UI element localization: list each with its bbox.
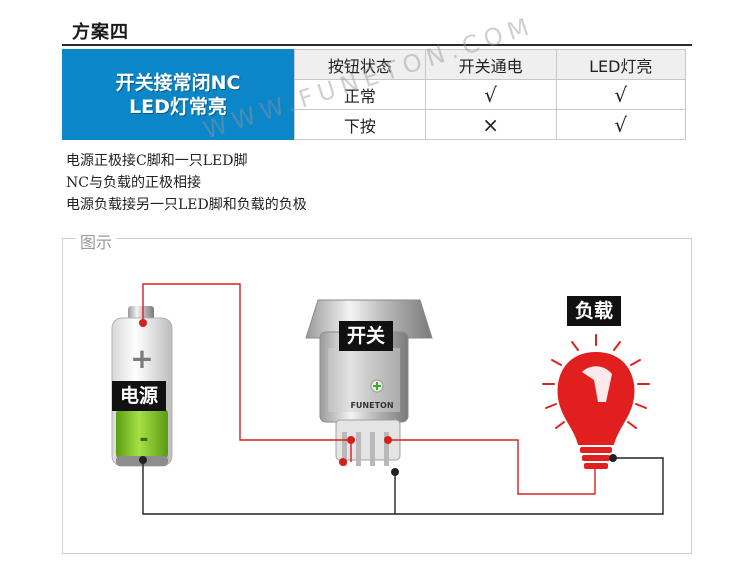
table-row: 正常 √ √ xyxy=(294,79,687,110)
scheme-line-2: LED灯常亮 xyxy=(129,95,227,118)
note-line-3: 电源负载接另一只LED脚和负载的负极 xyxy=(66,197,307,213)
row-state-pressed: 下按 xyxy=(294,109,426,140)
table-header-row: 按钮状态 开关通电 LED灯亮 xyxy=(294,49,687,80)
wires xyxy=(142,283,664,515)
battery-plus-label: + xyxy=(130,342,153,375)
note-line-2: NC与负载的正极相接 xyxy=(66,175,201,191)
scheme-box: 开关接常闭NC LED灯常亮 xyxy=(62,49,294,140)
battery-minus-label: - xyxy=(139,427,148,452)
row-pressed-led: √ xyxy=(555,109,687,140)
header-switch-power: 开关通电 xyxy=(424,49,557,80)
battery-tag: 电源 xyxy=(112,381,167,411)
negative-wire-to-load xyxy=(142,457,664,515)
wire-junctions xyxy=(139,319,617,476)
light-bulb-icon xyxy=(542,334,650,469)
load-tag: 负载 xyxy=(567,296,622,326)
switch-tag: 开关 xyxy=(339,321,394,351)
switch-brand-label: FUNETON xyxy=(350,401,393,410)
page-title: 方案四 xyxy=(72,22,129,43)
push-switch-icon: FUNETON xyxy=(305,299,433,466)
wiring-notes: 电源正极接C脚和一只LED脚 NC与负载的正极相接 电源负载接另一只LED脚和负… xyxy=(66,150,307,216)
nc-wire-to-load xyxy=(388,439,596,495)
header-button-state: 按钮状态 xyxy=(294,49,426,80)
title-divider xyxy=(62,44,692,46)
row-normal-power: √ xyxy=(424,79,557,110)
positive-wire-to-switch xyxy=(142,283,351,441)
row-pressed-power: × xyxy=(424,109,557,140)
table-row: 下按 × √ xyxy=(294,109,687,140)
diagram-frame xyxy=(62,238,692,554)
diagram-frame-label: 图示 xyxy=(76,229,117,253)
scheme-line-1: 开关接常闭NC xyxy=(115,71,241,94)
state-grid: 按钮状态 开关通电 LED灯亮 正常 √ √ 下按 × √ xyxy=(294,49,687,140)
spec-table: 开关接常闭NC LED灯常亮 按钮状态 开关通电 LED灯亮 正常 √ √ 下按… xyxy=(62,49,687,140)
row-state-normal: 正常 xyxy=(294,79,426,110)
note-line-1: 电源正极接C脚和一只LED脚 xyxy=(66,153,248,169)
